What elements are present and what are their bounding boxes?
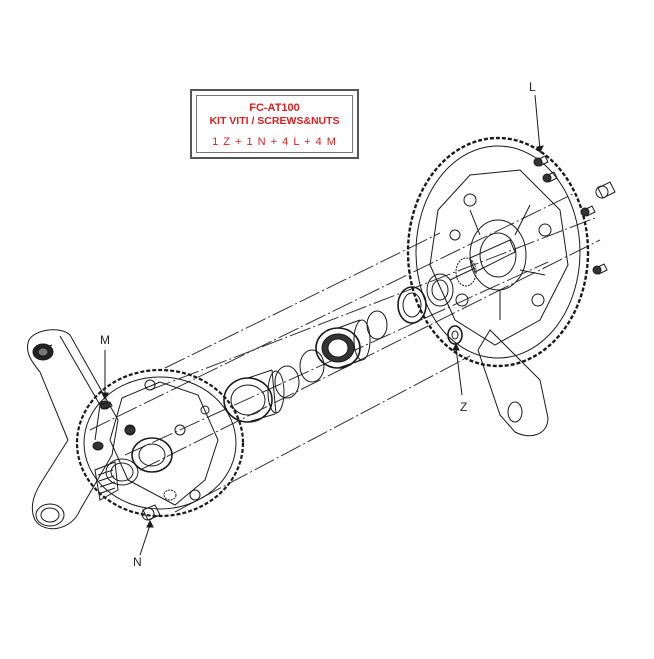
callout-l: L [529,80,536,94]
large-chainring [406,136,590,368]
nut-n [139,504,161,556]
screws-l [533,94,616,275]
bottom-bracket-cup-left [223,369,285,423]
left-crank-arm [27,329,119,530]
callout-m: M [100,333,110,347]
callout-n: N [133,555,142,569]
callout-z: Z [460,400,468,414]
kit-name: KIT VITI / SCREWS&NUTS [209,115,340,127]
washer-z [447,325,463,345]
spindle [469,239,516,273]
kit-contents: 1 Z + 1 N + 4 L + 4 M [212,136,337,148]
parts-kit-label-inner: FC-AT100 KIT VITI / SCREWS&NUTS 1 Z + 1 … [196,95,353,153]
right-crank-arm [477,329,549,437]
spacers-and-seals [274,257,477,399]
small-chainring [75,368,245,518]
bottom-bracket-cup-right [315,319,371,369]
screws-m [92,350,136,451]
assembly-axis-lines [89,192,601,513]
model-code: FC-AT100 [249,102,300,114]
parts-kit-label: FC-AT100 KIT VITI / SCREWS&NUTS 1 Z + 1 … [190,89,359,159]
washer-z-leader [452,342,463,396]
